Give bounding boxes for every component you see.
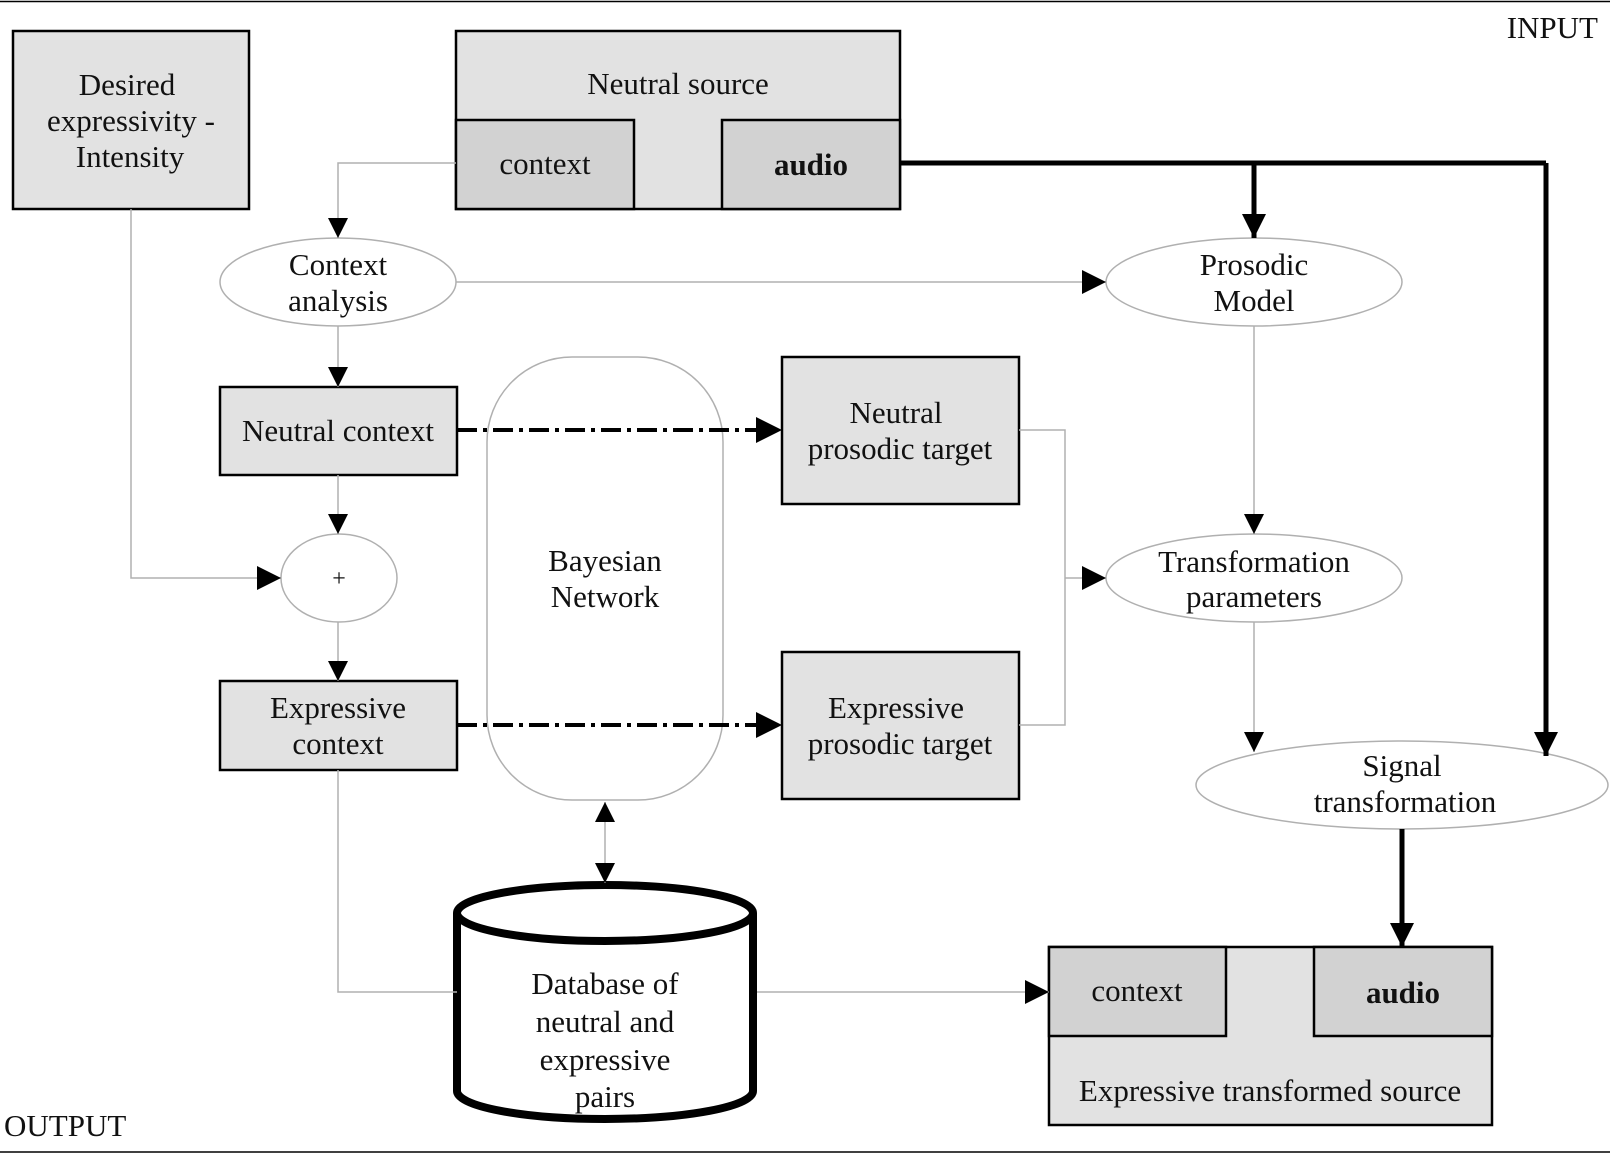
context-analysis-ellipse: Context analysis xyxy=(219,237,457,327)
transformation-parameters-ellipse: Transformation parameters xyxy=(1105,533,1403,623)
connector-neutral-target-merge xyxy=(1019,429,1066,726)
bayesian-network-line-1: Bayesian xyxy=(548,543,662,578)
plus-operator-label: + xyxy=(332,566,346,592)
transformed-source-title: Expressive transformed source xyxy=(1079,1073,1461,1108)
transformed-source-audio-box: audio xyxy=(1312,945,1494,1038)
database-line-4: pairs xyxy=(575,1079,635,1114)
database-cylinder: Database of neutral and expressive pairs xyxy=(453,881,757,1123)
prosodic-model-ellipse: Prosodic Model xyxy=(1105,237,1403,327)
signal-transformation-line-1: Signal xyxy=(1362,748,1441,783)
transformed-source-context-box: context xyxy=(1047,945,1228,1038)
database-line-1: Database of xyxy=(531,966,679,1001)
signal-transformation-line-2: transformation xyxy=(1314,784,1497,819)
expressive-context-line-2: context xyxy=(292,726,384,761)
neutral-source-title: Neutral source xyxy=(587,66,769,101)
expressive-prosodic-target-line-1: Expressive xyxy=(828,690,964,725)
neutral-source-audio-label: audio xyxy=(774,147,848,182)
prosodic-model-line-2: Model xyxy=(1214,283,1295,318)
neutral-context-box: Neutral context xyxy=(218,385,459,477)
bayesian-network-box: Bayesian Network xyxy=(486,356,724,801)
neutral-context-label: Neutral context xyxy=(242,413,434,448)
bayesian-network-line-2: Network xyxy=(551,579,660,614)
neutral-prosodic-target-line-1: Neutral xyxy=(850,395,943,430)
desired-expressivity-line-1: Desired xyxy=(79,67,176,102)
dash-dot-connectors xyxy=(457,417,782,738)
neutral-source-audio-box: audio xyxy=(720,118,902,211)
transformed-source-audio-label: audio xyxy=(1366,975,1440,1010)
signal-transformation-ellipse: Signal transformation xyxy=(1195,740,1609,830)
context-analysis-line-2: analysis xyxy=(288,283,388,318)
thick-connectors xyxy=(900,160,1558,947)
arrow-expressivity-to-plus xyxy=(130,209,281,590)
database-line-3: expressive xyxy=(540,1042,671,1077)
expressive-context-line-1: Expressive xyxy=(270,690,406,725)
neutral-source-context-box: context xyxy=(454,118,636,211)
connector-expressive-context-to-database xyxy=(337,770,457,993)
expressive-context-box: Expressive context xyxy=(218,679,459,772)
thin-connectors xyxy=(130,162,1264,1004)
neutral-source-box: Neutral source context audio xyxy=(454,29,902,211)
plus-operator-ellipse: + xyxy=(280,533,398,623)
neutral-prosodic-target-box: Neutral prosodic target xyxy=(780,355,1021,506)
expressive-transformed-source-box: context audio Expressive transformed sou… xyxy=(1047,945,1494,1127)
transformation-parameters-line-1: Transformation xyxy=(1158,544,1350,579)
desired-expressivity-line-3: Intensity xyxy=(76,139,185,174)
expressive-prosodic-target-box: Expressive prosodic target xyxy=(780,650,1021,801)
arrow-source-context-to-context-analysis xyxy=(328,162,456,238)
database-line-2: neutral and xyxy=(536,1004,675,1039)
input-label: INPUT xyxy=(1507,10,1598,45)
desired-expressivity-box: Desired expressivity - Intensity xyxy=(11,29,251,211)
transformation-parameters-line-2: parameters xyxy=(1186,579,1322,614)
desired-expressivity-line-2: expressivity - xyxy=(47,103,215,138)
output-label: OUTPUT xyxy=(4,1108,126,1143)
transformed-source-context-label: context xyxy=(1091,973,1183,1008)
prosodic-model-line-1: Prosodic xyxy=(1200,247,1309,282)
neutral-prosodic-target-line-2: prosodic target xyxy=(808,431,993,466)
context-analysis-line-1: Context xyxy=(289,247,388,282)
neutral-source-context-label: context xyxy=(499,146,591,181)
expressive-prosodic-target-line-2: prosodic target xyxy=(808,726,993,761)
